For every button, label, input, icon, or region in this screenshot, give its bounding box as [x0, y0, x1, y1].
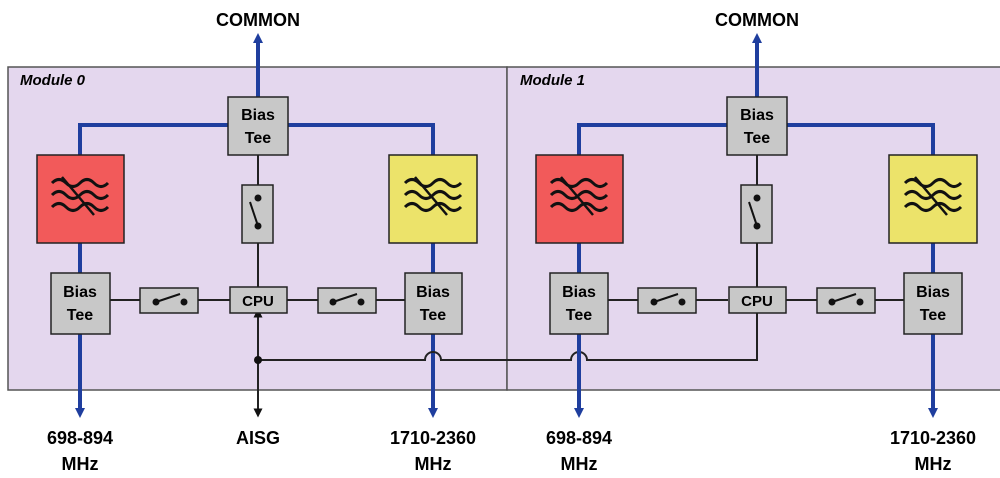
- switch-vertical-0: [241, 184, 274, 244]
- bias-tee-label: Bias: [241, 107, 275, 124]
- switch-left-1: [637, 287, 697, 314]
- bias-tee-common-0: [227, 96, 289, 156]
- port-label-low-0: 698-894: [47, 428, 113, 448]
- switch-left-0: [139, 287, 199, 314]
- bias-tee-label: Tee: [744, 130, 770, 147]
- aisg-bus: [254, 313, 758, 364]
- switch-icon: [828, 293, 864, 306]
- switch-right-0: [317, 287, 377, 314]
- port-label-high-1: 1710-2360: [890, 428, 976, 448]
- switch-icon: [329, 293, 365, 306]
- switch-icon: [650, 293, 686, 306]
- bias-tee-label: Bias: [562, 284, 596, 301]
- port-label-aisg: AISG: [236, 428, 280, 448]
- module-0-label: Module 0: [20, 72, 86, 89]
- bias-tee-label: Bias: [416, 284, 450, 301]
- port-label-high-1-unit: MHz: [915, 454, 952, 474]
- bias-tee-label: Tee: [920, 307, 946, 324]
- bias-tee-label: Bias: [63, 284, 97, 301]
- bias-tee-label: Tee: [67, 307, 93, 324]
- cpu-label: CPU: [741, 293, 773, 310]
- common-label-0: COMMON: [216, 10, 300, 30]
- module-0: Bias Tee Bias Tee Bias Tee: [36, 33, 478, 418]
- cpu-0: [229, 286, 288, 314]
- bias-tee-high-0: [404, 272, 463, 335]
- switch-icon: [152, 293, 188, 306]
- port-label-low-1-unit: MHz: [561, 454, 598, 474]
- cpu-1: [728, 286, 787, 314]
- switch-icon: [249, 194, 262, 230]
- bias-tee-low-1: [549, 272, 609, 335]
- common-label-1: COMMON: [715, 10, 799, 30]
- bias-tee-common-1: [726, 96, 788, 156]
- bias-tee-label: Bias: [916, 284, 950, 301]
- port-label-low-1: 698-894: [546, 428, 612, 448]
- bias-tee-label: Tee: [420, 307, 446, 324]
- port-label-high-0: 1710-2360: [390, 428, 476, 448]
- switch-icon: [748, 194, 761, 230]
- cpu-label: CPU: [242, 293, 274, 310]
- bias-tee-high-1: [903, 272, 963, 335]
- port-label-high-0-unit: MHz: [415, 454, 452, 474]
- module-1-label: Module 1: [520, 72, 585, 89]
- module-1: Bias Tee Bias Tee Bias Tee C: [535, 33, 978, 418]
- bias-tee-low-0: [50, 272, 111, 335]
- switch-vertical-1: [740, 184, 773, 244]
- bias-tee-label: Bias: [740, 107, 774, 124]
- port-label-low-0-unit: MHz: [62, 454, 99, 474]
- bias-tee-label: Tee: [566, 307, 592, 324]
- switch-right-1: [816, 287, 876, 314]
- bias-tee-label: Tee: [245, 130, 271, 147]
